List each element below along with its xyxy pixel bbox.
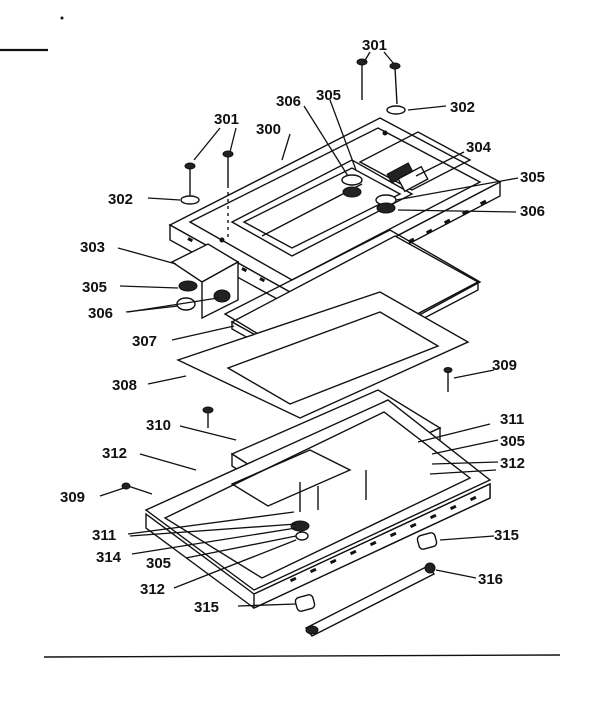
label-309-right: 309 [492,357,517,374]
part-knob-assembly-top [341,165,429,214]
label-300: 300 [256,121,281,138]
label-310: 310 [146,417,171,434]
label-301-top: 301 [362,37,387,54]
label-312-right: 312 [500,455,525,472]
scan-dot [60,16,64,20]
label-314: 314 [96,549,122,566]
label-305-right: 305 [520,169,545,186]
part-left-bracket [170,243,240,320]
part-base [145,482,491,610]
part-strip-316 [304,562,436,637]
label-306-right: 306 [520,203,545,220]
label-307: 307 [132,333,157,350]
part-feet-315 [294,532,438,612]
label-315-right: 315 [494,527,519,544]
label-305-lower-left: 305 [146,555,171,572]
part-washers-302 [180,105,406,205]
label-311-right: 311 [500,411,524,428]
label-312-left: 312 [102,445,127,462]
part-screws-309-310 [121,367,453,495]
label-311-left: 311 [92,527,116,544]
label-305-top: 305 [316,87,341,104]
leader-lines [99,51,519,607]
label-306-left: 306 [88,305,113,322]
label-316: 316 [478,571,503,588]
label-309-left: 309 [60,489,85,506]
label-308: 308 [112,377,137,394]
part-screws-301 [184,58,401,240]
bottom-rule [43,654,561,658]
label-301-left: 301 [214,111,239,128]
label-312-bottom: 312 [140,581,165,598]
part-labels: 301 302 300 306 305 304 305 306 301 302 … [60,37,545,616]
label-306-top: 306 [276,93,301,110]
label-305-lower-right: 305 [500,433,525,450]
label-315-left: 315 [194,599,219,616]
label-302-right: 302 [450,99,475,116]
part-sheet-308 [176,291,470,419]
label-303: 303 [80,239,105,256]
label-305-left: 305 [82,279,107,296]
label-304: 304 [466,139,492,156]
label-302-left: 302 [108,191,133,208]
